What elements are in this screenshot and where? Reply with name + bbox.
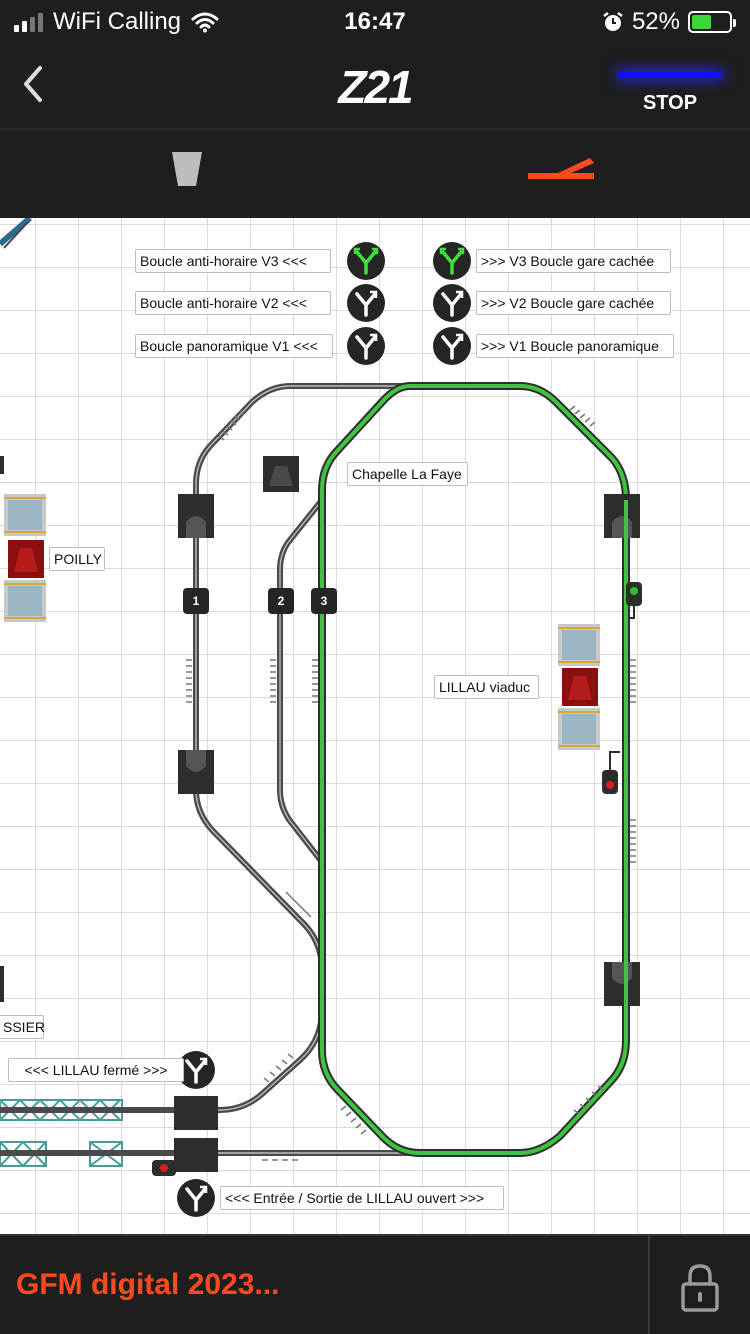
turnout-entree-sortie[interactable] [176,1178,216,1218]
battery-icon [688,11,736,33]
label-lillau-ferme: <<< LILLAU fermé >>> [8,1058,184,1082]
status-right: 52% [602,8,736,36]
bottom-separator [648,1236,650,1334]
label-v1-left: Boucle panoramique V1 <<< [135,334,333,358]
track-number-1: 1 [183,588,209,614]
layout-title[interactable]: GFM digital 2023... [16,1268,280,1301]
train-control-icon[interactable] [170,150,204,188]
status-bar: WiFi Calling 16:47 52% [0,0,750,44]
label-v2-left: Boucle anti-horaire V2 <<< [135,291,331,315]
label-ssier: SSIER [0,1015,45,1039]
turnout-v1-left[interactable] [346,326,386,366]
header-divider [0,128,750,130]
carrier-area: WiFi Calling [14,8,219,36]
label-lillau-viaduc: LILLAU viaduc [434,675,539,699]
clock: 16:47 [344,8,406,35]
back-chevron-icon[interactable] [16,62,56,106]
label-v2-right: >>> V2 Boucle gare cachée [476,291,671,315]
track-number-2: 2 [268,588,294,614]
stop-button[interactable]: STOP [618,72,722,115]
label-v3-left: Boucle anti-horaire V3 <<< [135,249,331,273]
label-chapelle: Chapelle La Faye [347,462,468,486]
stop-label: STOP [642,92,698,114]
app-header: Z21 STOP [0,44,750,128]
turnout-v1-right[interactable] [432,326,472,366]
bottom-bar: GFM digital 2023... [0,1234,750,1334]
carrier-label: WiFi Calling [53,8,182,35]
alarm-icon [603,12,623,31]
track-number-3: 3 [311,588,337,614]
label-v3-right: >>> V3 Boucle gare cachée [476,249,671,273]
turnout-v3-left[interactable] [346,241,386,281]
label-entree-sortie: <<< Entrée / Sortie de LILLAU ouvert >>> [220,1186,504,1210]
turnout-v2-right[interactable] [432,283,472,323]
track-layout[interactable]: Boucle anti-horaire V3 <<< Boucle anti-h… [0,218,750,1234]
turnout-v2-left[interactable] [346,283,386,323]
signal-icon [14,12,43,32]
toolbar [0,130,750,218]
label-v1-right: >>> V1 Boucle panoramique [476,334,674,358]
battery-percent: 52% [631,8,680,35]
stop-indicator [618,72,722,78]
lock-icon[interactable] [680,1262,720,1312]
track-switch-icon[interactable] [524,154,598,186]
z21-logo: Z21 [338,61,413,113]
label-poilly: POILLY [49,547,105,571]
track-diagram [0,218,642,1176]
turnout-v3-right[interactable] [432,241,472,281]
turnout-lillau-ferme[interactable] [176,1050,216,1090]
wifi-icon [191,12,219,33]
